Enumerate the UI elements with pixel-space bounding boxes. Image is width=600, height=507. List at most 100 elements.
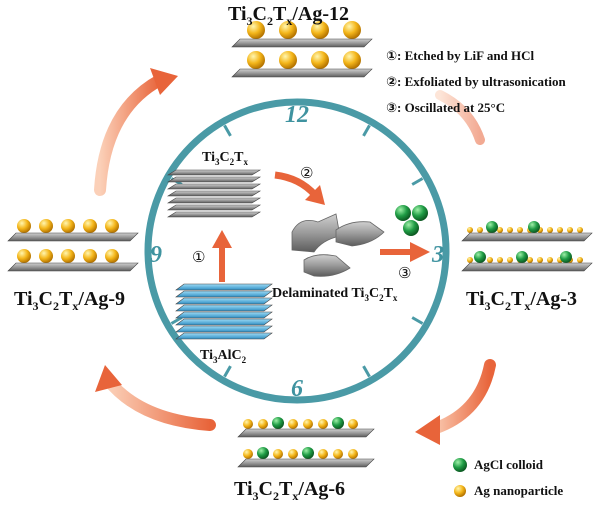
ag-particle [105,219,119,233]
mxene-sheet [231,68,373,78]
max-layer [175,318,273,326]
mxene-sheet [7,262,139,272]
mxene-layer [166,204,262,211]
ag-particle [577,227,583,233]
max-layer [175,297,273,305]
agcl-particle [560,251,572,263]
mxene-sheet [231,38,373,48]
label-ag6: Ti3C2Tx/Ag-6 [234,478,346,503]
max-layer [175,304,273,312]
ag-particle [577,257,583,263]
arrow-head-3-to-6 [415,415,440,445]
mxene-layer [166,169,262,176]
ag-particle [497,227,503,233]
mxene-layer [166,190,262,197]
max-layer [175,325,273,333]
agcl-particle [528,221,540,233]
ag-particle [467,257,473,263]
clock-tick [362,124,371,137]
agcl-cluster [395,205,428,236]
clock-face [144,98,450,404]
ag-particle [39,249,53,263]
ag-particle [258,419,268,429]
label-ag12: Ti3C2Tx/Ag-12 [228,3,350,28]
sample-ag6-sheets [237,417,375,468]
agcl-particle [302,447,314,459]
mxene-layer [166,197,262,204]
ag-particle [83,249,97,263]
ag-particle [311,21,329,39]
clock-tick [411,177,424,186]
legend-agcl: AgCl colloid [474,457,543,472]
ag-particle [318,449,328,459]
max-layer [175,332,273,340]
arrow-6-to-9 [102,374,216,431]
clock-tick [223,124,232,137]
ag-particle [279,21,297,39]
mxene-sheet [7,232,139,242]
ag-particle [243,419,253,429]
cycle-arrows [94,68,496,445]
agcl-particle [474,251,486,263]
ag-particle [39,219,53,233]
marker-3: ③ [398,264,411,282]
label-ag3: Ti3C2Tx/Ag-3 [466,288,578,313]
clock-3: 3 [431,242,444,268]
clock-tick [411,316,424,325]
mxene-sheet [461,232,593,242]
legend-agcl-symbol [453,458,467,472]
arrow-12-to-3 [435,90,485,145]
ag-particle [507,257,513,263]
mxene-layer [166,176,262,183]
ag-particle [497,257,503,263]
agcl-particle [272,417,284,429]
legend-ag-symbol [454,485,466,497]
step-1: ①: Etched by LiF and HCl [386,48,535,63]
ag-particle [17,249,31,263]
arrow-9-to-12 [94,74,166,196]
agcl-particle [486,221,498,233]
clock-ticks [170,124,424,378]
ag-particle [288,449,298,459]
max-layer [175,283,273,291]
ag-particle [333,449,343,459]
ag-particle [507,227,513,233]
clock-9: 9 [150,242,162,268]
label-max: Ti3AlC2 [200,348,247,365]
ag-particle [348,449,358,459]
mxene-sheet [237,458,375,468]
marker-1: ① [192,248,205,266]
ag-particle [537,257,543,263]
ag-particle [343,51,361,69]
ag-particle [288,419,298,429]
ag-particle [467,227,473,233]
agcl-particle [516,251,528,263]
ag-particle [557,227,563,233]
label-mxene: Ti3C2Tx [202,150,248,167]
ti3c2tx-stack [166,169,262,218]
arrow-step2-head [305,185,325,205]
ag-particle [61,249,75,263]
process-arrows [212,171,430,282]
ag-particle [105,249,119,263]
ag-particle [343,21,361,39]
clock-tick [362,365,371,378]
mxene-layer [166,183,262,190]
sample-ag9-sheets [7,219,139,272]
ag-particle [318,419,328,429]
label-delaminated: Delaminated Ti3C2Tx [272,286,398,303]
ag-particle [567,227,573,233]
agcl-particle [332,417,344,429]
max-layer [175,290,273,298]
ag-particle [17,219,31,233]
ag-particle [247,51,265,69]
delaminated-flakes [291,213,385,277]
arrow-up-head [212,230,232,248]
max-layer [175,311,273,319]
ag-particle [477,227,483,233]
mxene-sheet [461,262,593,272]
mxene-sheet [237,428,375,438]
marker-2: ② [300,164,313,182]
sample-ag12-sheets [231,21,373,78]
